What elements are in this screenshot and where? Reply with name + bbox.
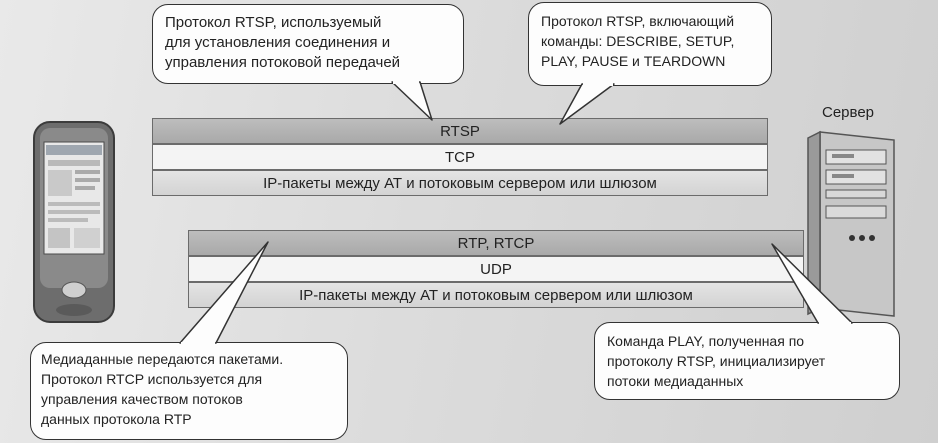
callout-media-rtcp: Медиаданные передаются пакетами. Протоко…	[30, 342, 348, 440]
layer-udp: UDP	[188, 256, 804, 282]
callout-line: PLAY, PAUSE и TEARDOWN	[541, 53, 726, 69]
callout-line: Протокол RTCP используется для	[41, 371, 263, 387]
protocol-stack-upper: RTSP TCP IP-пакеты между АТ и потоковым …	[152, 114, 768, 198]
callout-line: для установления соединения и	[165, 34, 391, 51]
callout-rtsp-control: Протокол RTSP, используемый для установл…	[152, 4, 464, 84]
layer-ip-lower: IP-пакеты между АТ и потоковым сервером …	[188, 282, 804, 308]
callout-line: Протокол RTSP, используемый	[165, 14, 382, 31]
layer-rtsp: RTSP	[152, 118, 768, 144]
callout-line: Команда PLAY, полученная по	[607, 333, 805, 349]
handheld-device-icon	[33, 121, 115, 323]
callout-line: управления потоковой передачей	[165, 54, 401, 71]
server-label: Сервер	[822, 104, 875, 121]
callout-play-command: Команда PLAY, полученная по протоколу RT…	[594, 322, 900, 400]
callout-line: потоки медиаданных	[607, 373, 744, 389]
server-tower-icon	[807, 130, 895, 317]
callout-line: протоколу RTSP, инициализирует	[607, 353, 826, 369]
callout-line: Протокол RTSP, включающий	[541, 13, 735, 29]
callout-line: Медиаданные передаются пакетами.	[41, 351, 284, 367]
layer-ip-upper: IP-пакеты между АТ и потоковым сервером …	[152, 170, 768, 196]
protocol-stack-lower: RTP, RTCP UDP IP-пакеты между АТ и поток…	[188, 230, 804, 314]
layer-tcp: TCP	[152, 144, 768, 170]
callout-line: данных протокола RTP	[41, 411, 192, 427]
layer-rtp-rtcp: RTP, RTCP	[188, 230, 804, 256]
callout-line: управления качеством потоков	[41, 391, 243, 407]
callout-line: команды: DESCRIBE, SETUP,	[541, 33, 735, 49]
callout-rtsp-commands: Протокол RTSP, включающий команды: DESCR…	[528, 2, 772, 86]
